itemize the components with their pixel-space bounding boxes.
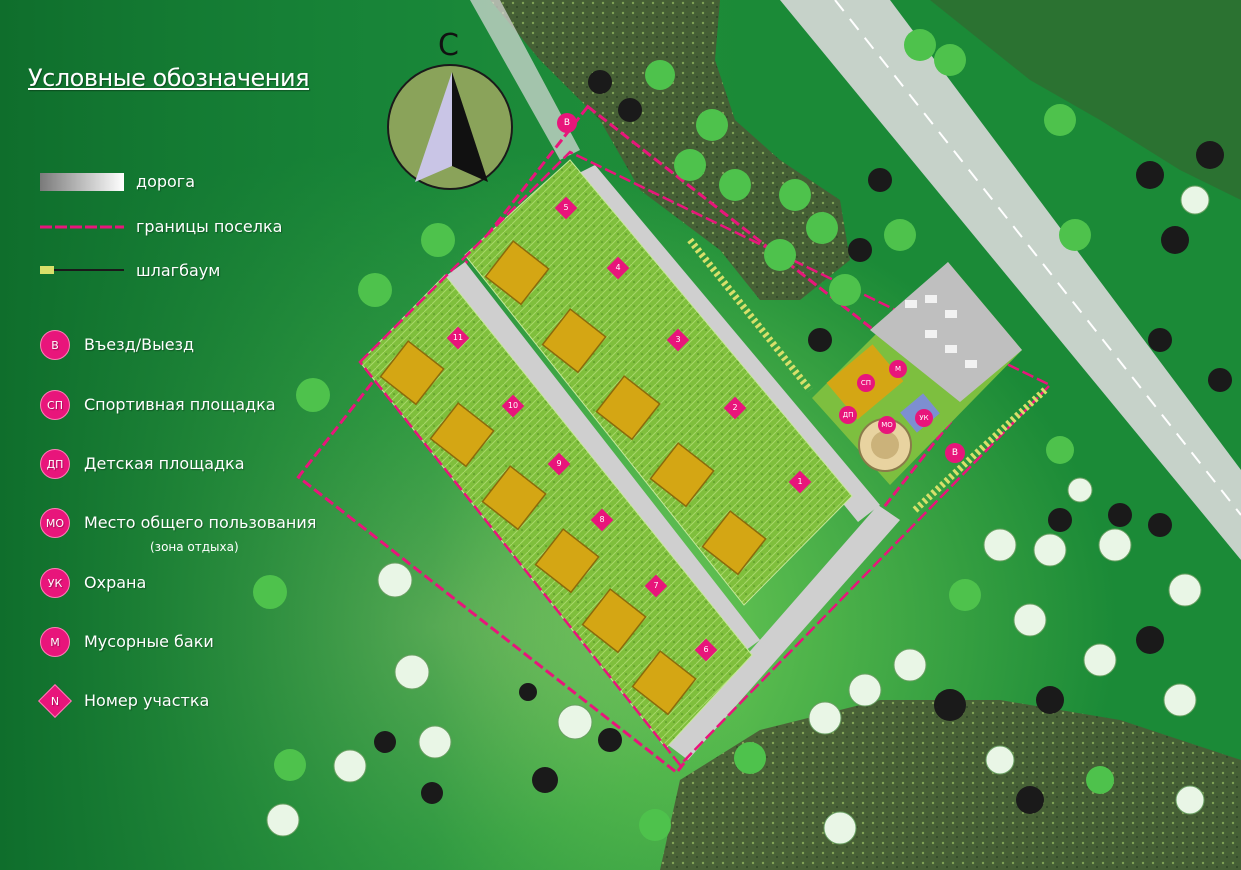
plot-number-label: 4 bbox=[615, 263, 621, 272]
plot-number-marker: 11 bbox=[446, 326, 470, 350]
legend-kids-label: Детская площадка bbox=[84, 454, 245, 473]
entry-badge-icon: В bbox=[40, 330, 70, 360]
legend-title: Условные обозначения bbox=[28, 64, 310, 92]
trash-badge-icon: М bbox=[40, 627, 70, 657]
plot-number-marker: 6 bbox=[694, 638, 718, 662]
legend-entry-label: Въезд/Выезд bbox=[84, 335, 195, 354]
legend-common-label: Место общего пользования bbox=[84, 513, 317, 532]
plot-number-label: 9 bbox=[556, 459, 562, 468]
plot-number-marker: 9 bbox=[547, 452, 571, 476]
common-badge-icon: МО bbox=[40, 508, 70, 538]
legend-boundary-label: границы поселка bbox=[136, 217, 283, 236]
plot-number-label: 2 bbox=[732, 403, 738, 412]
legend-plot-label: Номер участка bbox=[84, 691, 210, 710]
plot-number-label: 5 bbox=[563, 203, 569, 212]
plot-number-marker: 10 bbox=[501, 394, 525, 418]
plot-diamond-label: N bbox=[50, 694, 60, 708]
plot-number-label: 11 bbox=[452, 333, 464, 342]
plot-number-label: 6 bbox=[703, 645, 709, 654]
legend-security-label: Охрана bbox=[84, 573, 147, 592]
plot-diamond-icon: N bbox=[38, 684, 72, 718]
security-badge-icon: УК bbox=[40, 568, 70, 598]
legend-common-sub: (зона отдыха) bbox=[150, 540, 239, 554]
plot-number-marker: 2 bbox=[723, 396, 747, 420]
facility-kids-marker: ДП bbox=[839, 406, 857, 424]
facility-common-marker: МО bbox=[878, 416, 896, 434]
plot-number-label: 3 bbox=[675, 335, 681, 344]
compass-north-label: С bbox=[438, 28, 459, 63]
kids-badge-icon: ДП bbox=[40, 449, 70, 479]
plot-number-marker: 3 bbox=[666, 328, 690, 352]
plot-number-label: 10 bbox=[507, 401, 519, 410]
plot-number-label: 8 bbox=[599, 515, 605, 524]
entry-marker: В bbox=[557, 113, 577, 133]
plot-number-marker: 4 bbox=[606, 256, 630, 280]
plot-number-marker: 1 bbox=[788, 470, 812, 494]
plot-number-marker: 7 bbox=[644, 574, 668, 598]
plot-number-marker: 8 bbox=[590, 508, 614, 532]
legend-barrier-label: шлагбаум bbox=[136, 261, 221, 280]
plot-number-label: 1 bbox=[797, 477, 803, 486]
legend-road-label: дорога bbox=[136, 172, 196, 191]
legend-trash-label: Мусорные баки bbox=[84, 632, 214, 651]
entry-marker: В bbox=[945, 443, 965, 463]
plot-number-marker: 5 bbox=[554, 196, 578, 220]
plot-number-label: 7 bbox=[653, 581, 659, 590]
facility-trash-marker: М bbox=[889, 360, 907, 378]
legend-sport-label: Спортивная площадка bbox=[84, 395, 276, 414]
facility-security-marker: УК bbox=[915, 409, 933, 427]
facility-sport-marker: СП bbox=[857, 374, 875, 392]
sport-badge-icon: СП bbox=[40, 390, 70, 420]
